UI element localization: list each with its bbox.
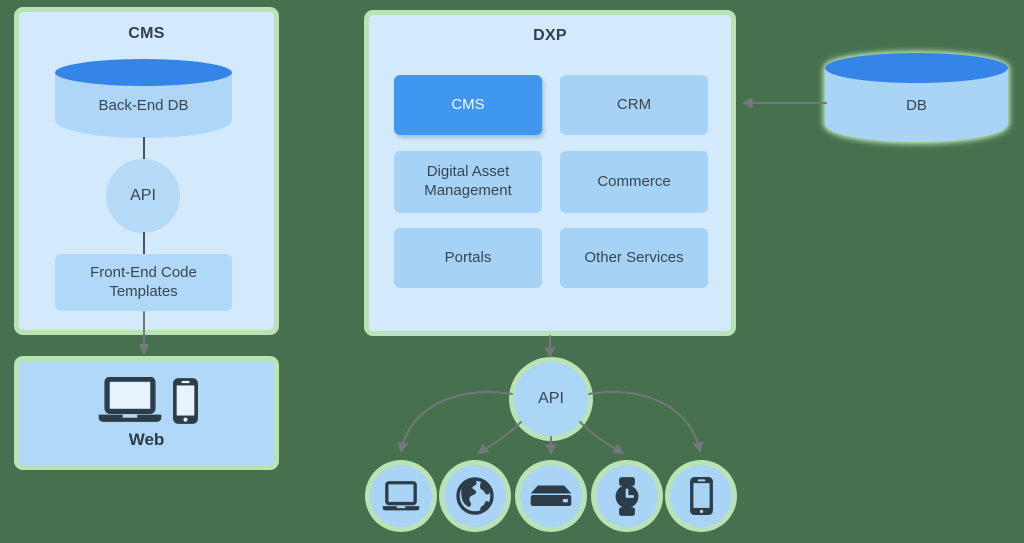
device-smartphone [670,465,732,527]
cylinder-top-icon [55,59,232,86]
set-top-box-icon [530,485,572,506]
smartwatch-icon [615,476,639,516]
dxp-api-label: API [538,390,564,407]
dxp-tile-cms-label: CMS [451,95,485,113]
dxp-tile-other-services: Other Services [560,228,708,288]
smartphone-icon [172,377,198,424]
cms-api-label: API [130,187,156,204]
dxp-tile-crm-label: CRM [616,95,652,113]
device-laptop [370,465,432,527]
laptop-icon [98,376,161,422]
external-db-cylinder: DB [825,53,1008,142]
backend-db-cylinder: Back-End DB [55,59,232,138]
dxp-tile-crm: CRM [560,75,708,135]
web-label: Web [128,429,165,449]
arrow-api-to-laptop [397,390,513,454]
web-box: Web [14,356,279,470]
dxp-tile-cms: CMS [394,75,542,135]
arrow-api-to-smartwatch [579,421,624,455]
dxp-tile-portals-label: Portals [444,248,492,266]
cms-api-node: API [106,159,180,233]
web-devices-icons [95,376,199,425]
dxp-panel-title: DXP [533,27,567,44]
frontend-templates-label: Front-End Code Templates [90,263,197,300]
dxp-tile-other-services-label: Other Services [584,248,684,266]
external-db-label: DB [906,96,927,114]
dxp-api-hub: API [514,362,588,436]
device-web-globe [444,465,506,527]
connector-api-templates [143,232,145,255]
smartphone-icon [689,476,713,516]
dxp-tile-portals: Portals [394,228,542,288]
cylinder-top-icon [825,53,1008,83]
dxp-tile-commerce: Commerce [560,151,708,213]
dxp-tile-dam-label: Digital Asset Management [424,163,512,199]
backend-db-label: Back-End DB [98,96,189,114]
laptop-icon [382,480,420,510]
dxp-tile-commerce-label: Commerce [597,172,671,190]
frontend-templates-box: Front-End Code Templates [55,254,232,311]
device-smartwatch [596,465,658,527]
dxp-tile-dam: Digital Asset Management [394,151,542,213]
arrow-api-to-globe [477,421,522,455]
arrow-api-to-smartphone [588,390,704,454]
globe-icon [456,477,494,515]
cms-panel-title: CMS [128,25,165,42]
device-set-top-box [520,465,582,527]
connector-db-api [143,137,145,160]
